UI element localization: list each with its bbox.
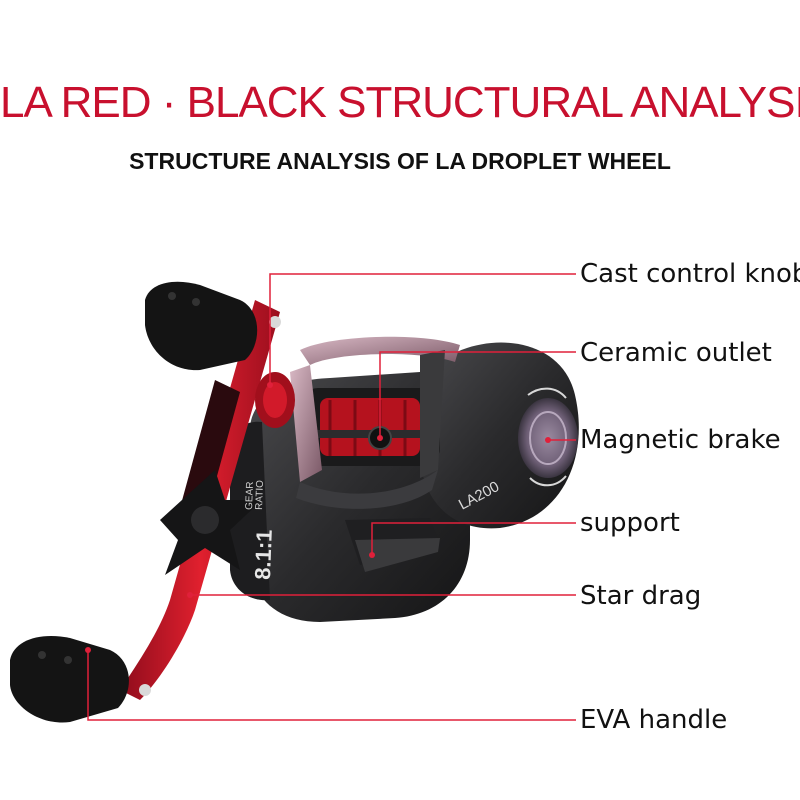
leader-dots bbox=[85, 382, 551, 653]
cast-control-knob-part bbox=[255, 372, 295, 428]
label-support: support bbox=[580, 508, 680, 538]
star-drag-part bbox=[160, 470, 262, 575]
leader-lines bbox=[87, 273, 576, 721]
leader-line-cast-control-knob bbox=[269, 273, 576, 385]
reel-spool bbox=[300, 388, 440, 466]
eva-knob-top bbox=[145, 281, 258, 371]
page-subtitle: STRUCTURE ANALYSIS OF LA DROPLET WHEEL bbox=[129, 148, 671, 174]
label-star-drag: Star drag bbox=[580, 581, 702, 611]
gear-ratio-word-1: GEAR bbox=[244, 481, 256, 510]
label-cast-control-knob: Cast control knob bbox=[580, 259, 800, 289]
leader-line-eva-handle bbox=[87, 650, 576, 721]
reel-frame bbox=[290, 336, 460, 509]
eva-knob-bottom bbox=[10, 636, 129, 723]
leader-line-ceramic-outlet bbox=[379, 351, 576, 438]
label-eva-handle: EVA handle bbox=[580, 705, 728, 735]
label-ceramic-outlet: Ceramic outlet bbox=[580, 338, 772, 368]
leader-line-support bbox=[371, 522, 576, 555]
gear-ratio-value: 8.1:1 bbox=[250, 529, 277, 580]
gear-ratio-word-2: RATIO bbox=[254, 480, 266, 510]
label-magnetic-brake: Magnetic brake bbox=[580, 425, 781, 455]
page-title: LA RED · BLACK STRUCTURAL ANALYSIS bbox=[0, 78, 800, 127]
reel-side-plate bbox=[420, 342, 579, 529]
reel-support-foot bbox=[345, 518, 440, 572]
